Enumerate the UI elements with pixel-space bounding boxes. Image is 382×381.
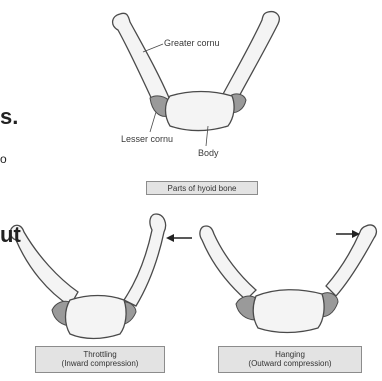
leader-greater-cornu: [143, 44, 163, 52]
label-greater-cornu: Greater cornu: [164, 38, 220, 48]
hyoid-body: [166, 92, 235, 131]
fragment-left-bottom: ut: [0, 222, 21, 248]
caption-throttling-title: Throttling: [36, 350, 164, 359]
caption-hanging: Hanging (Outward compression): [218, 346, 362, 373]
hyoid-bone-normal: [113, 12, 280, 146]
fragment-left-mid: o: [0, 152, 7, 166]
caption-throttling-sub: (Inward compression): [36, 359, 164, 368]
caption-hanging-title: Hanging: [219, 350, 361, 359]
greater-cornu-right: [222, 12, 279, 102]
label-body: Body: [198, 148, 219, 158]
leader-lesser-cornu: [150, 112, 156, 132]
label-lesser-cornu: Lesser cornu: [121, 134, 173, 144]
inward-arrow-head: [166, 234, 174, 242]
hanging-body: [253, 290, 324, 333]
caption-parts: Parts of hyoid bone: [146, 181, 258, 195]
fragment-left-top: s.: [0, 104, 18, 130]
caption-hanging-sub: (Outward compression): [219, 359, 361, 368]
hanging-left-cornu: [200, 226, 256, 300]
hanging-right-cornu: [326, 225, 376, 296]
greater-cornu-left: [113, 13, 170, 104]
throttling-right-cornu: [124, 214, 166, 306]
hyoid-bone-throttling: [10, 214, 192, 339]
caption-throttling: Throttling (Inward compression): [35, 346, 165, 373]
hyoid-bone-hanging: [200, 225, 377, 333]
throttling-body: [66, 296, 127, 339]
